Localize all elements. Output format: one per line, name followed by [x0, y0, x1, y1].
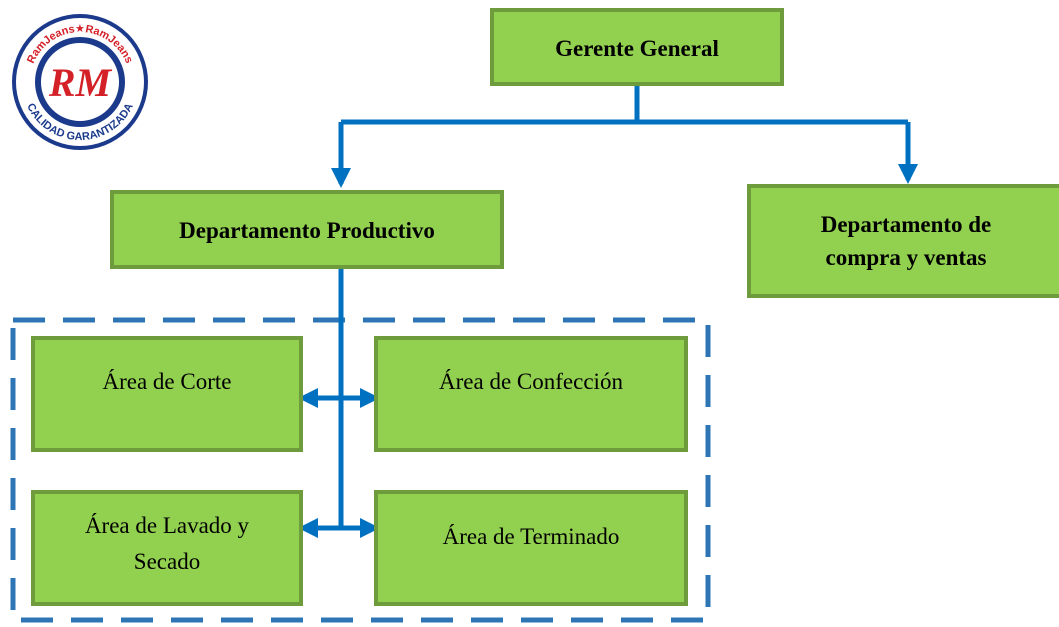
node-gerente-general: Gerente General: [490, 8, 784, 86]
node-compras-label-1: Departamento de: [821, 212, 992, 237]
node-lavado-label-2: Secado: [134, 549, 200, 574]
node-gerente-label: Gerente General: [555, 36, 719, 61]
node-compras-label-2: compra y ventas: [826, 245, 987, 270]
node-terminado-label: Área de Terminado: [443, 524, 620, 549]
node-productivo-label: Departamento Productivo: [179, 218, 435, 243]
node-area-lavado: Área de Lavado y Secado: [31, 490, 303, 606]
node-departamento-compras: Departamento de compra y ventas: [747, 184, 1059, 298]
node-lavado-label-1: Área de Lavado y: [85, 513, 250, 538]
logo-inner-ring: [35, 37, 125, 127]
logo-initials: RM: [48, 60, 113, 105]
connectors: [298, 84, 918, 538]
node-area-terminado: Área de Terminado: [374, 490, 688, 606]
node-corte-label: Área de Corte: [103, 369, 232, 394]
company-logo: RamJeans★RamJeans CALIDAD GARANTIZADA RM: [12, 14, 148, 150]
node-area-corte: Área de Corte: [31, 336, 303, 452]
node-area-confeccion: Área de Confección: [374, 336, 688, 452]
node-departamento-productivo: Departamento Productivo: [110, 190, 504, 269]
node-confeccion-label: Área de Confección: [439, 369, 623, 394]
